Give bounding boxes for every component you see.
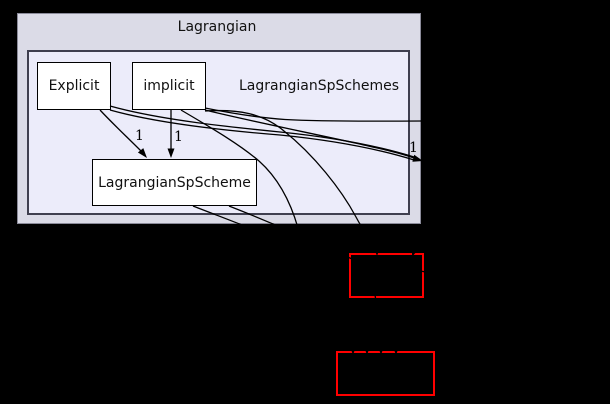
edge-right-to-ext2: [397, 297, 438, 345]
node-explicit[interactable]: Explicit: [37, 62, 111, 110]
cluster-lagrangianspschemes-label[interactable]: LagrangianSpSchemes: [239, 78, 400, 94]
node-lagrangianspscheme[interactable]: LagrangianSpScheme: [92, 159, 257, 206]
node-implicit[interactable]: implicit: [132, 62, 206, 110]
node-implicit-label: implicit: [143, 78, 195, 94]
edge-label-to-external-right: 1: [409, 140, 418, 156]
edge-label-implicit-to-scheme: 1: [174, 129, 183, 145]
edge-label-explicit-to-scheme: 1: [135, 128, 144, 144]
edge-scheme-out-1: [192, 205, 365, 346]
node-lagrangianspscheme-label: LagrangianSpScheme: [98, 174, 251, 191]
cluster-lagrangian-label[interactable]: Lagrangian: [177, 19, 257, 35]
external-directory-node-upper[interactable]: [349, 253, 424, 298]
external-directory-node-lower[interactable]: [336, 351, 435, 396]
node-explicit-label: Explicit: [48, 78, 100, 94]
